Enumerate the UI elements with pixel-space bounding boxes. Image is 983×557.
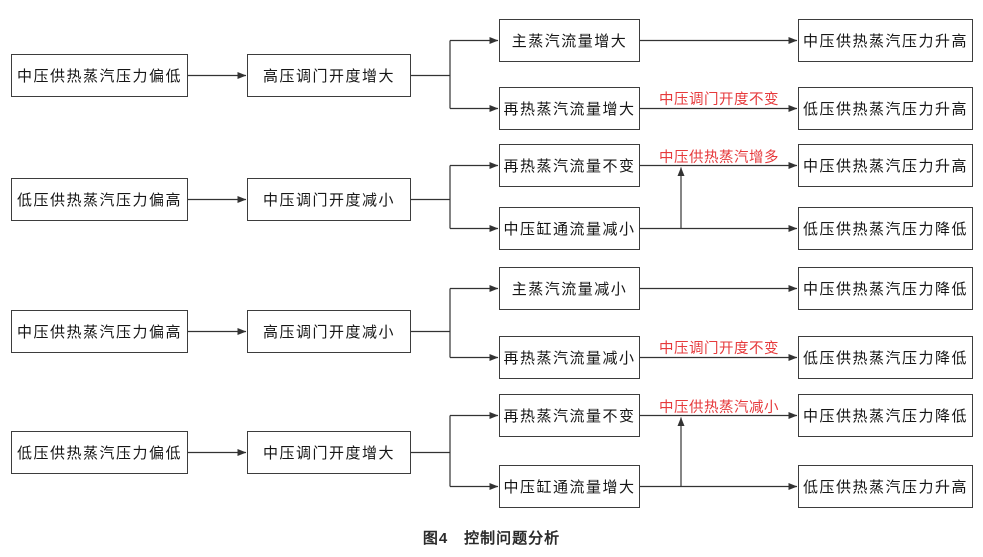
node-s1-result-top: 中压供热蒸汽压力升高 <box>798 19 973 62</box>
node-s4-cause: 低压供热蒸汽压力偏低 <box>11 431 188 474</box>
node-s3-cause: 中压供热蒸汽压力偏高 <box>11 310 188 353</box>
red-annotation-s1: 中压调门开度不变 <box>659 92 779 108</box>
node-s1-branch-top: 主蒸汽流量增大 <box>499 19 640 62</box>
node-s1-cause: 中压供热蒸汽压力偏低 <box>11 54 188 97</box>
red-annotation-s3: 中压调门开度不变 <box>659 341 779 357</box>
node-s3-action: 高压调门开度减小 <box>247 310 411 353</box>
node-s4-branch-bottom: 中压缸通流量增大 <box>499 465 640 508</box>
node-s2-branch-bottom: 中压缸通流量减小 <box>499 207 640 250</box>
node-s2-result-bottom: 低压供热蒸汽压力降低 <box>798 207 973 250</box>
node-s4-result-top: 中压供热蒸汽压力降低 <box>798 394 973 437</box>
node-s3-result-bottom: 低压供热蒸汽压力降低 <box>798 336 973 379</box>
red-annotation-s4: 中压供热蒸汽减小 <box>659 400 779 416</box>
node-s1-action: 高压调门开度增大 <box>247 54 411 97</box>
node-s2-result-top: 中压供热蒸汽压力升高 <box>798 144 973 187</box>
figure-caption: 图4 控制问题分析 <box>422 530 561 547</box>
red-annotation-s2: 中压供热蒸汽增多 <box>659 150 779 166</box>
node-s3-result-top: 中压供热蒸汽压力降低 <box>798 267 973 310</box>
node-s2-action: 中压调门开度减小 <box>247 178 411 221</box>
node-s4-action: 中压调门开度增大 <box>247 431 411 474</box>
node-s1-result-bottom: 低压供热蒸汽压力升高 <box>798 87 973 130</box>
node-s1-branch-bottom: 再热蒸汽流量增大 <box>499 87 640 130</box>
node-s4-result-bottom: 低压供热蒸汽压力升高 <box>798 465 973 508</box>
node-s2-branch-top: 再热蒸汽流量不变 <box>499 144 640 187</box>
node-s4-branch-top: 再热蒸汽流量不变 <box>499 394 640 437</box>
node-s2-cause: 低压供热蒸汽压力偏高 <box>11 178 188 221</box>
node-s3-branch-top: 主蒸汽流量减小 <box>499 267 640 310</box>
node-s3-branch-bottom: 再热蒸汽流量减小 <box>499 336 640 379</box>
